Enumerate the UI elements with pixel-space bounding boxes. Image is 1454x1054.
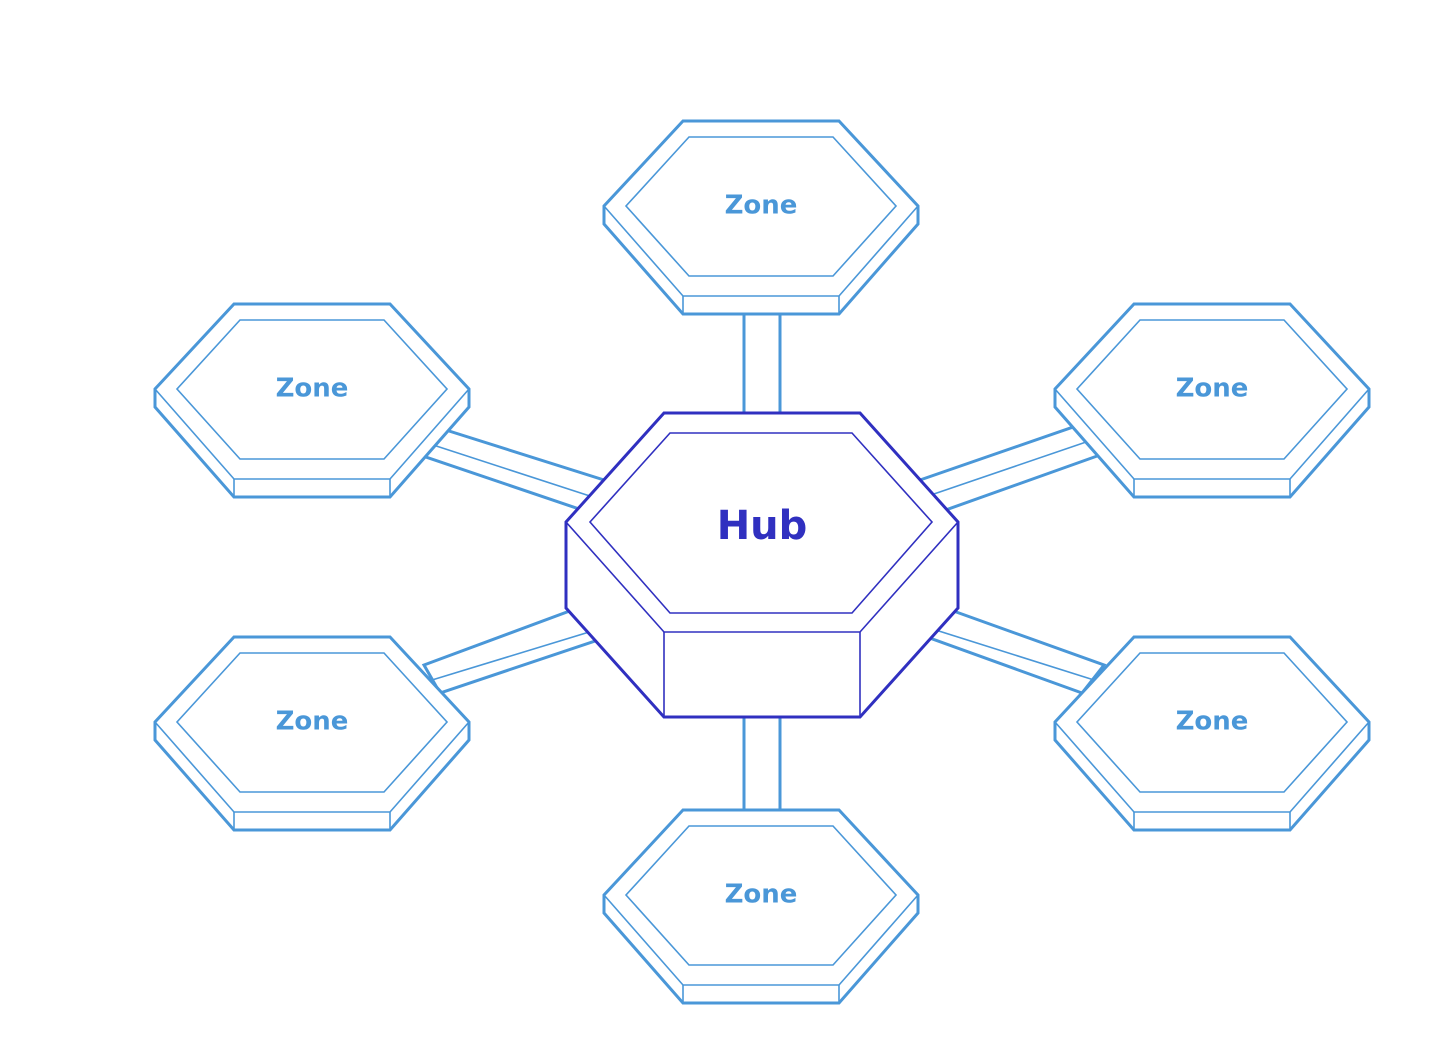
connector-top xyxy=(742,300,782,416)
zone-node-lower-right[interactable]: Zone xyxy=(1053,635,1371,832)
zone-node-upper-left[interactable]: Zone xyxy=(153,302,471,499)
hub-node[interactable]: Hub xyxy=(564,411,960,719)
hub-label: Hub xyxy=(717,503,808,549)
zone-node-bottom[interactable]: Zone xyxy=(602,808,920,1005)
zone-label: Zone xyxy=(1176,374,1249,404)
zone-node-upper-right[interactable]: Zone xyxy=(1053,302,1371,499)
connector-upper-right xyxy=(917,422,1103,514)
zone-node-lower-left[interactable]: Zone xyxy=(153,635,471,832)
connector-upper-left xyxy=(418,423,607,514)
zone-node-top[interactable]: Zone xyxy=(602,119,920,316)
zone-label: Zone xyxy=(1176,707,1249,737)
zone-label: Zone xyxy=(276,374,349,404)
zone-label: Zone xyxy=(276,707,349,737)
zone-label: Zone xyxy=(725,880,798,910)
zone-label: Zone xyxy=(725,191,798,221)
